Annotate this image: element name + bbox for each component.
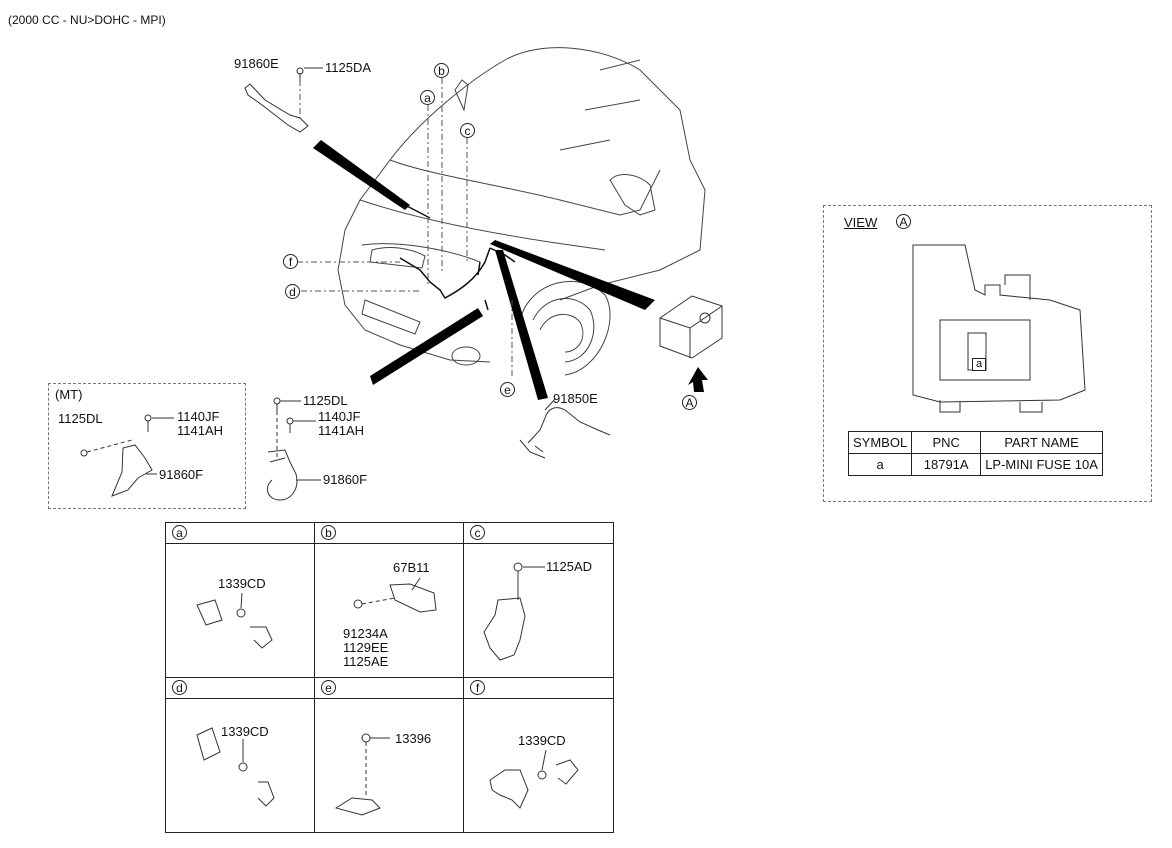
grid-cell-f: f 1339CD [464,678,613,832]
callout-d: d [285,284,300,299]
callout-f: f [283,254,298,269]
cell-tag-e: e [321,680,336,695]
mt-label-1140JF: 1140JF [177,409,220,424]
mt-title: (MT) [55,387,83,402]
cell-tag-b: b [321,525,336,540]
table-cell-symbol: a [847,453,913,476]
label-1125DL: 1125DL [303,393,348,408]
view-marker: A [896,214,911,229]
cell-b-drawing [353,583,437,613]
cell-f-part-0: 1339CD [518,733,566,748]
label-1125DA: 1125DA [325,60,372,75]
grid-cell-e: e 13396 [315,678,464,832]
car-body-outline [337,47,706,376]
callout-A: A [682,395,697,410]
table-header-symbol: SYMBOL [847,431,913,454]
cell-f-drawing [489,759,579,809]
cell-c-drawing [483,562,526,661]
table-header-pnc: PNC [911,431,982,454]
grid-cell-c: c 1125AD [464,523,613,678]
cell-a-drawing [196,599,273,649]
cell-d-part-0: 1339CD [221,724,269,739]
grid-cell-b: b 67B11 91234A 1129EE 1125AE [315,523,464,678]
callout-b: b [434,63,449,78]
pointer-wedges [313,140,655,400]
mt-label-91860F: 91860F [159,467,204,482]
label-91850E: 91850E [553,391,598,406]
fuse-block-A [659,295,723,359]
detail-grid: a 1339CD b 67B11 91234A 1129EE 1125AE c … [165,522,614,833]
cell-c-part-0: 1125AD [546,559,593,574]
cell-b-part-3: 1125AE [343,654,389,669]
arrow-up-icon [688,367,708,392]
harness-wire [399,204,516,311]
table-cell-part-name: LP-MINI FUSE 10A [980,453,1103,476]
grid-cell-d: d 1339CD [166,678,315,832]
label-91860F: 91860F [323,472,368,487]
cell-e-part-0: 13396 [395,731,432,746]
view-title: VIEW [844,215,878,230]
table-row: a 18791A LP-MINI FUSE 10A [847,453,1103,476]
leader-lines [297,78,513,378]
view-a-box: VIEW A a [823,205,1152,502]
mt-part-bracket [80,414,153,497]
label-91860E: 91860E [234,56,279,71]
parts-table: SYMBOL PNC PART NAME a 18791A LP-MINI FU… [847,431,1103,476]
label-1141AH: 1141AH [318,423,365,438]
mt-box: (MT) 1125DL 1140JF 1141AH 91860F [48,383,246,509]
cell-b-part-2: 1129EE [343,640,389,655]
cell-tag-d: d [172,680,187,695]
cell-b-part-0: 67B11 [393,560,430,575]
part-91860F-bracket [266,449,298,501]
diagram-header: (2000 CC - NU>DOHC - MPI) [8,13,166,27]
callout-a: a [420,90,435,105]
label-1140JF: 1140JF [318,409,361,424]
table-cell-pnc: 18791A [911,453,982,476]
mt-label-1141AH: 1141AH [177,423,224,438]
cell-d-drawing [196,727,275,807]
cell-tag-f: f [470,680,485,695]
cell-tag-a: a [172,525,187,540]
part-91850E-cable [519,407,611,459]
cell-a-part-0: 1339CD [218,576,266,591]
view-fuse-box [912,244,1086,413]
mt-label-1125DL: 1125DL [58,411,103,426]
view-fuse-tag: a [972,358,986,371]
callout-c: c [460,123,475,138]
cell-b-part-1: 91234A [343,626,388,641]
part-91860E-bracket [244,67,309,133]
cell-tag-c: c [470,525,485,540]
grid-cell-a: a 1339CD [166,523,315,678]
callout-e: e [500,382,515,397]
